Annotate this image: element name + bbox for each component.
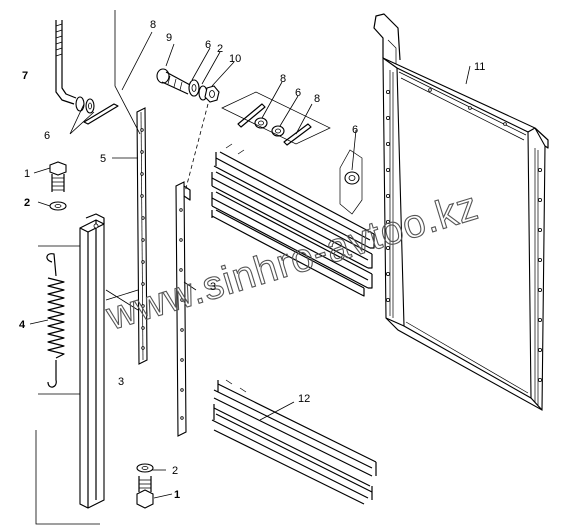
part-tube-bundle-12 [211, 379, 377, 505]
leader-lines [29, 10, 471, 525]
callout-3a: 3 [118, 376, 124, 388]
callout-8c: 8 [314, 93, 320, 105]
callout-5: 5 [100, 153, 106, 165]
callout-2a: 2 [217, 43, 223, 55]
part-bolt-7 [55, 20, 95, 114]
callout-6b: 6 [205, 39, 211, 51]
part-strip-5 [136, 107, 148, 365]
callout-4: 4 [19, 319, 26, 331]
part-tube-bundle-upper [211, 143, 375, 297]
callout-labels: 7 6 8 9 6 2 10 11 5 8 6 8 6 1 2 4 3 3 12… [19, 19, 485, 501]
callout-6c: 6 [295, 87, 301, 99]
callout-9: 9 [166, 32, 172, 44]
part-washers-pins-center [221, 91, 331, 146]
callout-12: 12 [298, 393, 310, 405]
part-strip-13 [175, 181, 191, 437]
part-spring-4 [46, 253, 65, 388]
callout-1b: 1 [174, 489, 180, 501]
part-bolt-1b [136, 463, 154, 509]
part-fastener-stack [156, 68, 220, 193]
part-cotter-pin-8a [83, 103, 119, 125]
part-bolt-1a [49, 161, 67, 211]
callout-3b: 3 [210, 281, 216, 293]
frame-mounting-holes [385, 88, 543, 382]
part-washer-6d [339, 149, 363, 215]
callout-10: 10 [229, 53, 241, 65]
callout-7: 7 [22, 70, 28, 82]
callout-8a: 8 [150, 19, 156, 31]
callout-8b: 8 [280, 73, 286, 85]
callout-6a: 6 [44, 130, 50, 142]
callout-1a: 1 [24, 168, 30, 180]
callout-2b: 2 [24, 197, 30, 209]
callout-2c: 2 [172, 465, 178, 477]
part-frame-11 [373, 13, 549, 411]
callout-6d: 6 [352, 124, 358, 136]
part-channel-3 [79, 213, 105, 509]
callout-11: 11 [474, 61, 485, 73]
